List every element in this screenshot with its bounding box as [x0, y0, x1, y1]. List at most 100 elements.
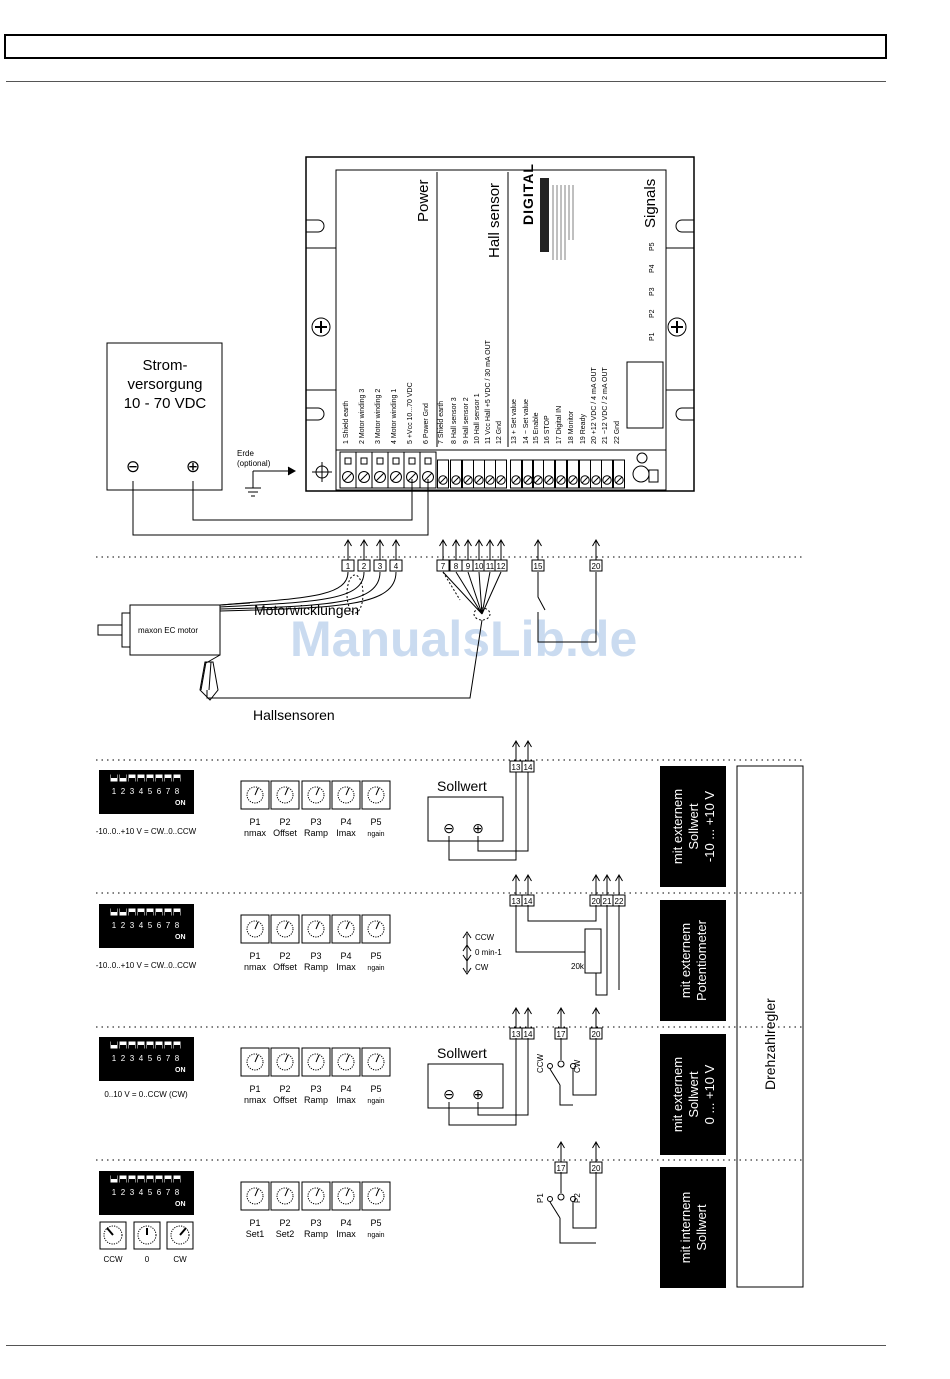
dip-number: 1 — [112, 921, 117, 930]
pot-function: Ramp — [304, 962, 328, 972]
mode4-switch-p1: P1 — [536, 1193, 545, 1203]
mode3-circuit — [427, 1038, 597, 1126]
arrow-head-icon — [592, 874, 600, 882]
arrow-head-icon — [512, 740, 520, 748]
arrow-head-icon — [464, 539, 472, 547]
screw-icon — [591, 475, 601, 485]
screw-slot — [475, 476, 483, 484]
screw-icon — [463, 475, 473, 485]
pot-function: Imax — [336, 828, 356, 838]
dip-number: 5 — [148, 1188, 153, 1197]
pot-function: Imax — [336, 1229, 356, 1239]
mode1-setpoint-label: Sollwert — [437, 778, 487, 794]
supply-title-2: versorgung — [127, 376, 202, 393]
pot-pointer — [345, 921, 350, 930]
setpoint-knob-frame — [99, 1221, 127, 1250]
supply-title-3: 10 - 70 VDC — [124, 395, 207, 412]
hall-section-title: Hall sensor — [486, 183, 503, 258]
pot-function: ngain — [367, 1232, 384, 1239]
dip-lever — [174, 912, 180, 916]
arrow-head-icon — [524, 874, 532, 882]
mode2-pot-zero: 0 min-1 — [475, 948, 502, 957]
pot-knob-icon — [337, 920, 355, 938]
pot-knob-icon — [337, 786, 355, 804]
terminal-number: 14 — [524, 763, 533, 772]
dip-number: 4 — [139, 921, 144, 930]
terminal-opening — [344, 457, 352, 465]
pot-knob-icon — [276, 1053, 294, 1071]
pot-knob-icon — [307, 920, 325, 938]
pot-pointer — [345, 787, 350, 796]
dip-caption: 0..10 V = 0..CCW (CW) — [104, 1090, 188, 1099]
pot-function: Imax — [336, 962, 356, 972]
power-terminal-desc: 4 Motor winding 1 — [391, 389, 398, 444]
terminal-opening — [424, 457, 432, 465]
screw-icon — [451, 475, 461, 485]
pot-knob-icon — [307, 1053, 325, 1071]
pot-frame — [301, 1047, 331, 1077]
setpoint-knob-icon — [137, 1225, 157, 1245]
arrow-head-icon — [534, 539, 542, 547]
signal-terminal — [510, 459, 522, 489]
pot-pointer — [345, 1188, 350, 1197]
pot-function: Offset — [273, 828, 297, 838]
dip-lever — [156, 1179, 162, 1183]
pot-pointer — [254, 1188, 259, 1197]
mode-label-line: mit externem — [678, 923, 693, 998]
signal-terminal-desc: 19 Ready — [580, 414, 587, 444]
mode-label-line: Sollwert — [686, 1071, 701, 1118]
maxon-motor — [97, 602, 251, 701]
pot-function: Ramp — [304, 1229, 328, 1239]
dip-lever — [147, 912, 153, 916]
knob-label: 0 — [145, 1255, 150, 1264]
screw-slot — [497, 476, 505, 484]
pot-knob-icon — [246, 1053, 264, 1071]
controller-pot-label: P3 — [649, 287, 656, 296]
pot-frame — [331, 780, 361, 810]
mode-label-line: -10 ... +10 V — [702, 791, 717, 863]
arrow-head-icon — [557, 1007, 565, 1015]
pot-function: Ramp — [304, 1095, 328, 1105]
terminal-number: 14 — [524, 897, 533, 906]
signal-terminal-desc: 18 Monitor — [568, 410, 575, 444]
terminal-number: 20 — [592, 1030, 601, 1039]
pot-frame — [301, 914, 331, 944]
controller-type-box — [736, 765, 804, 1288]
signal-terminal — [522, 459, 534, 489]
terminal-number: 13 — [512, 1030, 521, 1039]
dip-number: 2 — [121, 1188, 126, 1197]
signal-terminal — [613, 459, 625, 489]
dip-lever — [129, 778, 135, 782]
dip-lever — [129, 1179, 135, 1183]
pot-number: P3 — [310, 1084, 321, 1094]
screw-icon — [390, 471, 402, 483]
dip-lever — [156, 778, 162, 782]
screw-icon — [602, 475, 612, 485]
mode-label-line: Sollwert — [694, 1204, 709, 1251]
screw-slot — [524, 476, 532, 484]
setpoint-knob-icon — [103, 1225, 123, 1245]
dip-number: 1 — [112, 1054, 117, 1063]
dip-lever — [138, 1179, 144, 1183]
arrow-head-icon — [486, 539, 494, 547]
signals-section-title: Signals — [642, 179, 659, 228]
dip-lever — [111, 1041, 117, 1045]
terminal-number: 13 — [512, 897, 521, 906]
dip-lever — [138, 912, 144, 916]
pot-function: ngain — [367, 1098, 384, 1105]
signal-terminal — [450, 459, 462, 489]
screw-slot — [359, 472, 369, 482]
dip-number: 4 — [139, 787, 144, 796]
dip-lever — [120, 908, 126, 912]
header-frame — [4, 34, 887, 59]
pot-pointer — [375, 1054, 380, 1063]
winding-wires — [219, 571, 397, 614]
pot-number: P3 — [310, 951, 321, 961]
pot-pointer — [375, 921, 380, 930]
dip-lever — [120, 1045, 126, 1049]
